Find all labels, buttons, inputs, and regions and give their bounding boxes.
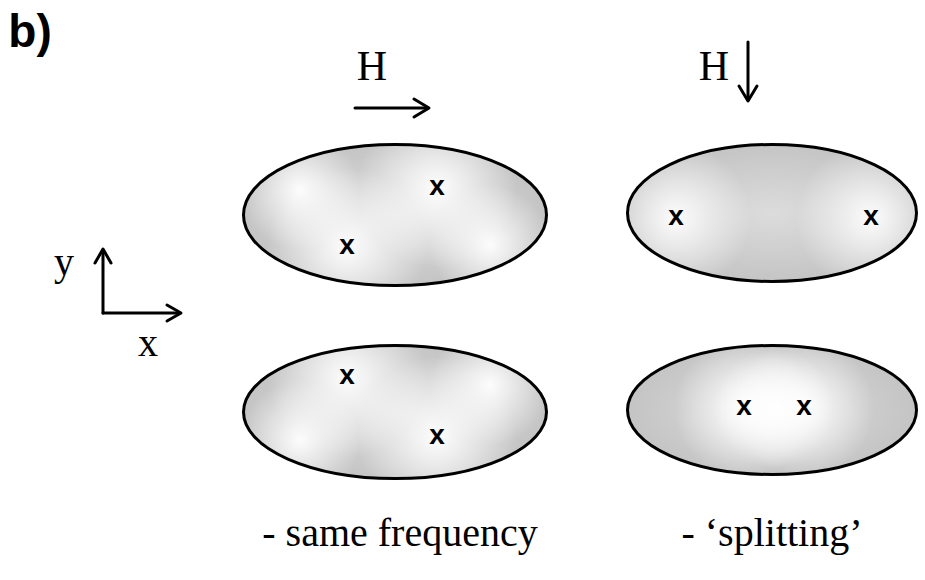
position-mark: x [796,392,812,420]
ellipse-outline [242,344,548,480]
field-arrow [747,42,750,100]
position-mark: x [339,231,355,259]
panel-label: b) [8,8,51,54]
arrow-head [414,99,429,117]
position-mark: x [863,202,879,230]
field-label: H [357,45,387,87]
y-axis [102,250,105,313]
particle-ellipse: xx [242,143,548,287]
position-mark: x [736,392,752,420]
particle-ellipse: xx [242,344,548,480]
arrow-head [167,305,181,321]
particle-ellipse: xx [626,143,918,283]
position-mark: x [429,421,445,449]
particle-ellipse: xx [626,344,918,476]
field-arrow [355,107,428,110]
caption-note: - ‘splitting’ [681,513,862,553]
position-mark: x [429,172,445,200]
arrow-head [739,86,757,101]
position-mark: x [339,361,355,389]
x-axis [103,312,180,315]
axis-label: y [54,242,74,282]
ellipse-outline [626,344,918,476]
ellipse-outline [242,143,548,287]
arrow-head [95,249,111,263]
position-mark: x [668,202,684,230]
axis-label: x [138,323,158,363]
caption-note: - same frequency [262,513,537,553]
field-label: H [699,45,729,87]
